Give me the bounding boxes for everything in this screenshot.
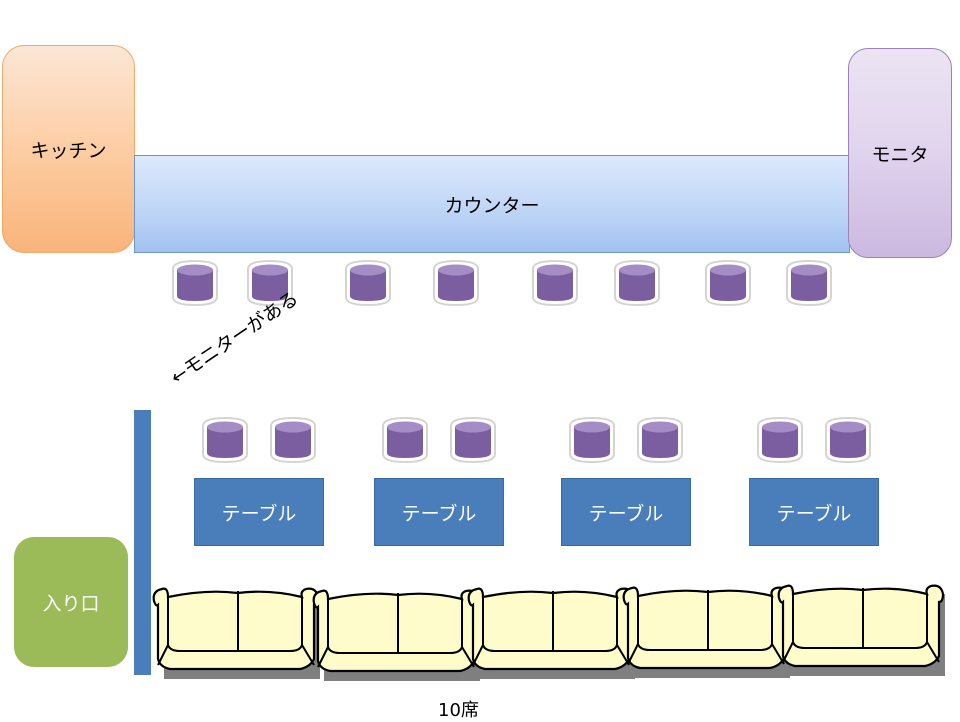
counter-stool — [170, 259, 220, 307]
table: テーブル — [374, 478, 504, 546]
sofa — [465, 583, 640, 683]
entrance-area: 入り口 — [14, 537, 128, 667]
table-stool — [200, 416, 250, 464]
table-label: テーブル — [401, 502, 477, 525]
counter-stool — [612, 259, 662, 307]
entrance-label: 入り口 — [42, 592, 100, 615]
counter-stool — [431, 259, 481, 307]
table-label: テーブル — [588, 502, 664, 525]
table-label: テーブル — [776, 502, 852, 525]
monitor-label: モニタ — [871, 143, 929, 166]
table-stool — [755, 416, 805, 464]
counter-stool — [343, 259, 393, 307]
counter-label: カウンター — [444, 194, 540, 217]
monitor-area: モニタ — [848, 48, 952, 258]
seat-count-label: 10席 — [438, 700, 479, 721]
table-stool — [380, 416, 430, 464]
table-stool — [823, 416, 873, 464]
sofa — [775, 580, 950, 680]
kitchen-area: キッチン — [2, 45, 135, 253]
table-stool — [268, 416, 318, 464]
counter-stool — [703, 259, 753, 307]
sofa — [150, 583, 325, 683]
counter-stool — [245, 259, 295, 307]
table: テーブル — [561, 478, 691, 546]
sofa — [310, 585, 485, 685]
table-label: テーブル — [221, 502, 297, 525]
counter-stool — [784, 259, 834, 307]
counter-area: カウンター — [134, 155, 850, 253]
table-stool — [635, 416, 685, 464]
counter-stool — [530, 259, 580, 307]
kitchen-label: キッチン — [30, 139, 107, 162]
sofa — [620, 582, 795, 682]
table: テーブル — [749, 478, 879, 546]
table-stool — [567, 416, 617, 464]
table: テーブル — [194, 478, 324, 546]
table-stool — [448, 416, 498, 464]
partition-wall — [134, 410, 151, 675]
